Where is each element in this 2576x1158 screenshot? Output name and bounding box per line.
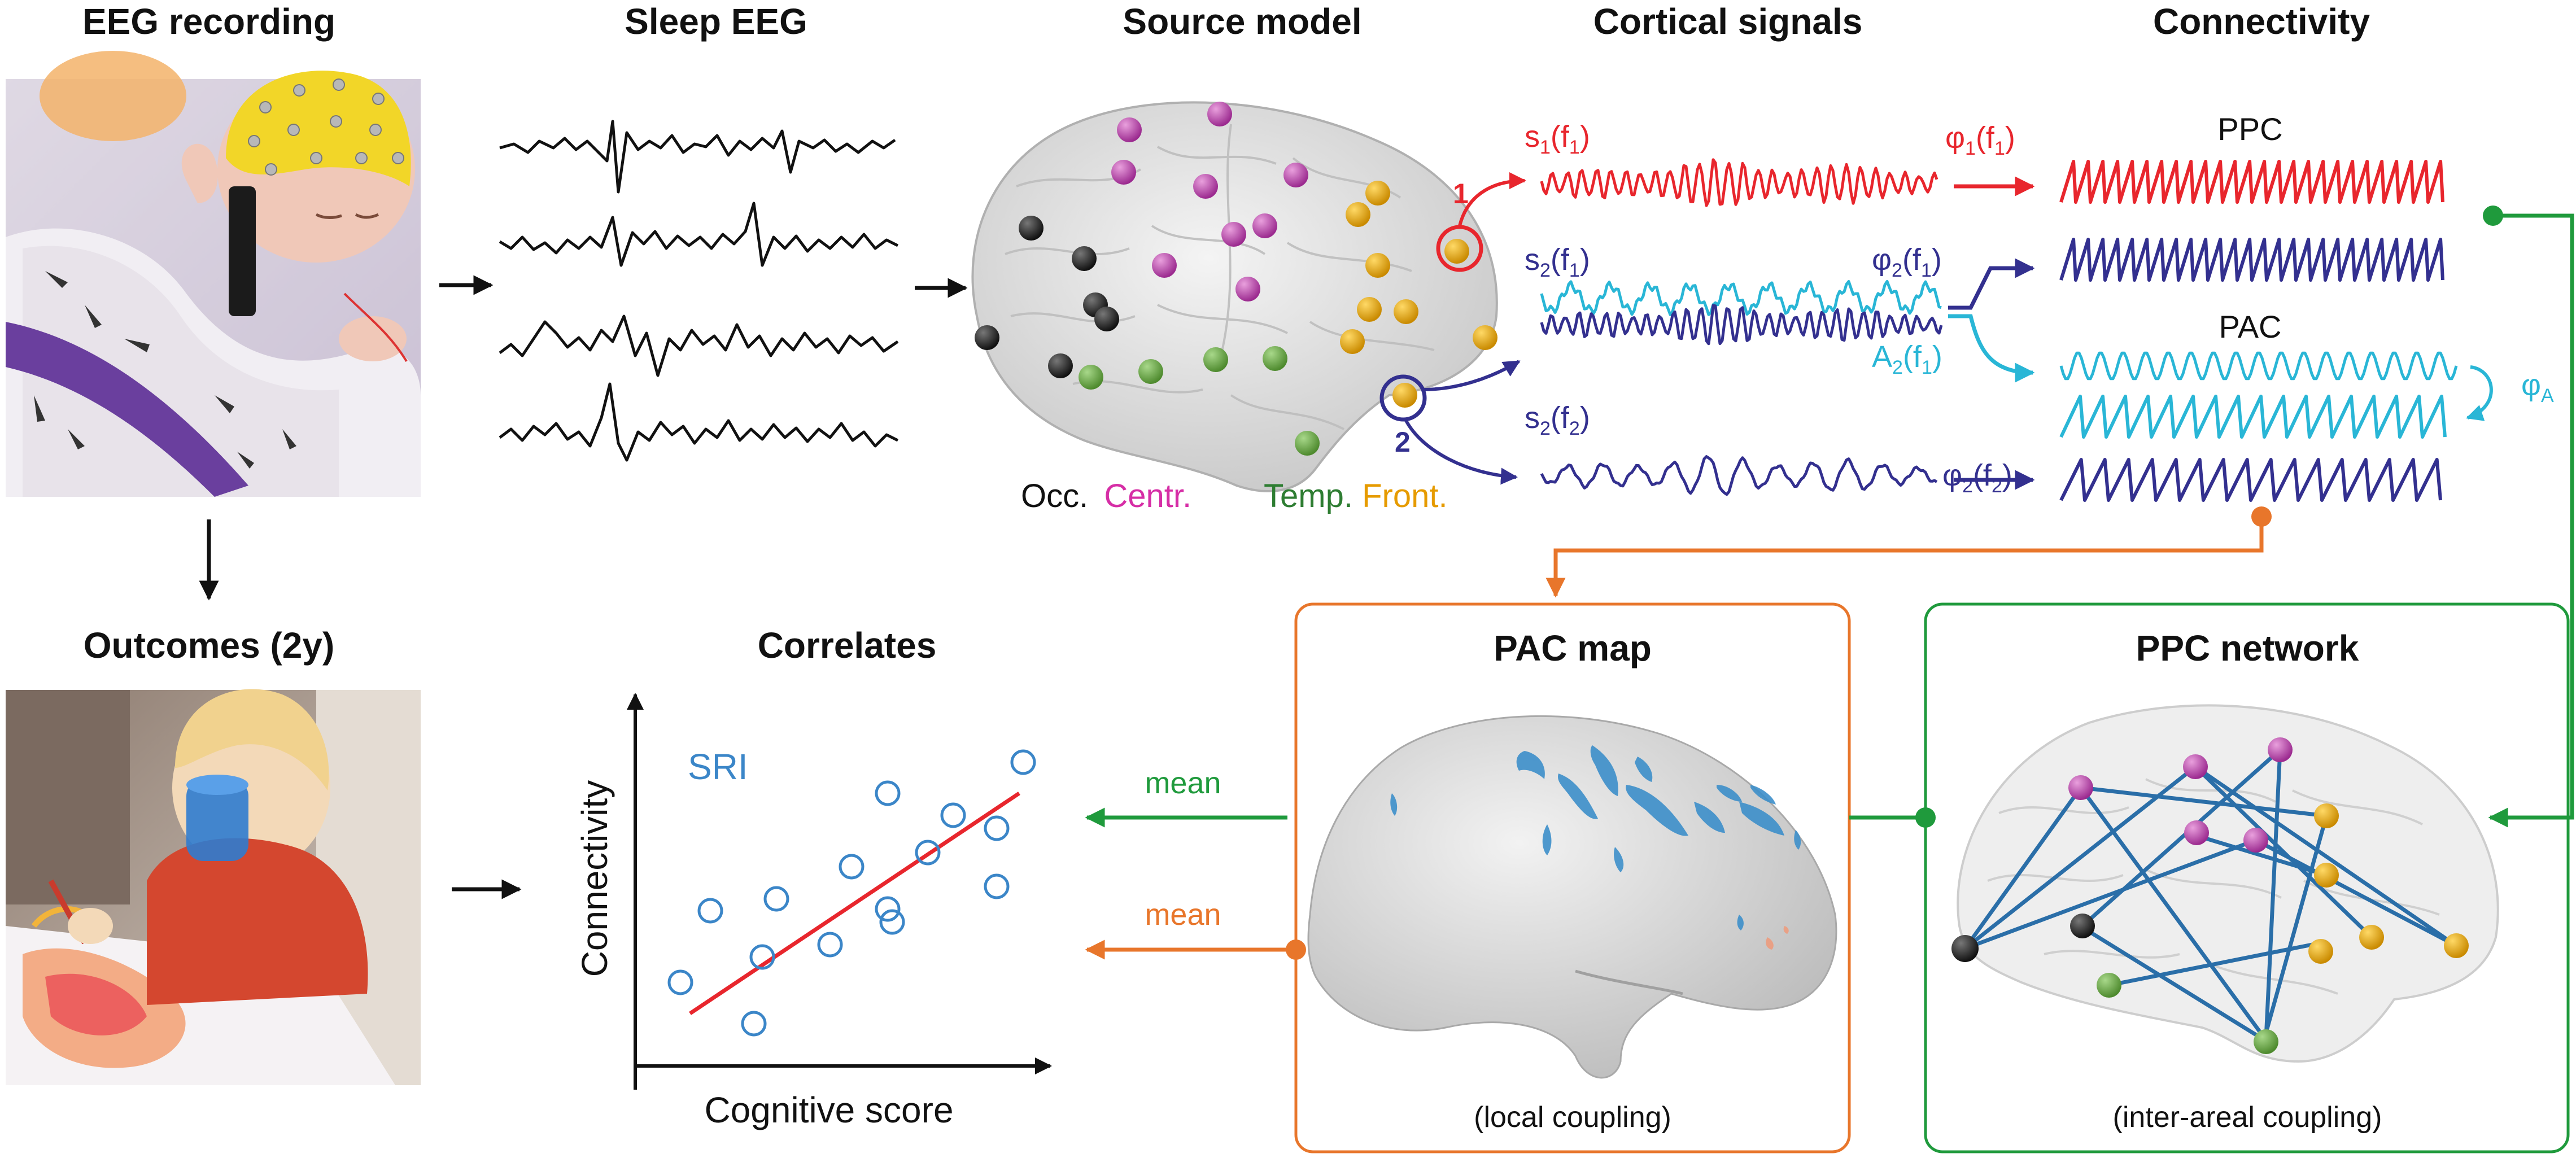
photo-infant-eeg-cap bbox=[6, 51, 421, 497]
arrow-icon bbox=[1948, 314, 2035, 383]
connectivity-traces bbox=[2059, 160, 2458, 502]
heading-cortical-signals: Cortical signals bbox=[1593, 1, 1863, 42]
ppc-network-nodes bbox=[1951, 737, 2469, 1054]
arrow-icon bbox=[2488, 213, 2574, 828]
scatter-point bbox=[875, 896, 901, 922]
region-labels-2: Temp. Front. bbox=[1264, 478, 1448, 514]
ppc-network-edges bbox=[1963, 748, 2459, 1044]
label-s1-f1: s1(f1) bbox=[1525, 120, 1590, 158]
scatter-point bbox=[667, 969, 693, 995]
scatter-point bbox=[879, 909, 905, 935]
brain-icon bbox=[1957, 704, 2499, 1063]
arrow-icon bbox=[2466, 365, 2493, 421]
heading-outcomes: Outcomes (2y) bbox=[84, 625, 335, 666]
scatter-annotation: SRI bbox=[688, 746, 748, 787]
region-labels: Occ. Centr. bbox=[1021, 478, 1191, 514]
ppc-network-panel bbox=[1924, 602, 2570, 1153]
pac-map-caption: (local coupling) bbox=[1474, 1101, 1671, 1134]
brain-icon bbox=[1307, 715, 1837, 1079]
heading-correlates: Correlates bbox=[758, 625, 937, 666]
scatter-point bbox=[875, 780, 901, 806]
marker-label-2: 2 bbox=[1395, 426, 1411, 458]
mean-label-orange: mean bbox=[1145, 898, 1221, 932]
scatter-point bbox=[984, 873, 1010, 899]
ppc-network-title: PPC network bbox=[2136, 628, 2359, 668]
label-pac: PAC bbox=[2219, 309, 2282, 344]
heading-eeg-recording: EEG recording bbox=[82, 1, 335, 42]
sleep-eeg-traces bbox=[499, 120, 899, 462]
region-label-front: Front. bbox=[1362, 478, 1448, 514]
label-phiA: φA bbox=[2521, 368, 2554, 407]
scatter-point bbox=[749, 944, 775, 970]
scatter-point bbox=[741, 1011, 767, 1037]
arrow-icon bbox=[1458, 172, 1526, 226]
scatter-xlabel: Cognitive score bbox=[704, 1090, 953, 1130]
label-s2-f2: s2(f2) bbox=[1525, 401, 1590, 439]
label-ppc: PPC bbox=[2217, 111, 2282, 147]
heading-source-model: Source model bbox=[1123, 1, 1361, 42]
scatter-point bbox=[915, 840, 941, 866]
arrow-icon bbox=[1545, 517, 2264, 598]
marker-label-1: 1 bbox=[1453, 178, 1469, 209]
scatter-point bbox=[1010, 749, 1036, 775]
pac-map-title: PAC map bbox=[1494, 628, 1652, 668]
scatter-point bbox=[984, 815, 1010, 841]
arrow-icon bbox=[1422, 360, 1521, 391]
correlates-scatter bbox=[627, 693, 1052, 1090]
scatter-point bbox=[839, 854, 865, 880]
region-label-temp: Temp. bbox=[1264, 478, 1353, 514]
label-A2-f1: A2(f1) bbox=[1872, 340, 1942, 378]
label-phi1-f1: φ1(f1) bbox=[1945, 121, 2015, 159]
label-phi2-f2: φ2(f2) bbox=[1942, 458, 2012, 497]
region-label-centr: Centr. bbox=[1104, 478, 1191, 514]
scatter-point bbox=[940, 802, 966, 828]
heading-sleep-eeg: Sleep EEG bbox=[625, 1, 807, 42]
heading-connectivity: Connectivity bbox=[2153, 1, 2370, 42]
connector-dot-orange-2 bbox=[1286, 939, 1306, 960]
mean-label-green: mean bbox=[1145, 766, 1221, 800]
region-label-occ: Occ. bbox=[1021, 478, 1088, 514]
scatter-fit-line bbox=[689, 792, 1020, 1015]
scatter-point bbox=[763, 886, 789, 912]
label-s2-f1: s2(f1) bbox=[1525, 243, 1590, 281]
arrow-icon bbox=[1948, 258, 2035, 310]
cortical-signal-traces bbox=[1540, 158, 1943, 496]
scatter-points bbox=[667, 749, 1036, 1037]
scatter-point bbox=[697, 898, 723, 924]
arrow-icon bbox=[1404, 419, 1518, 485]
label-phi2-f1: φ2(f1) bbox=[1872, 243, 1942, 281]
brain-icon bbox=[971, 101, 1498, 492]
scatter-ylabel: Connectivity bbox=[574, 780, 615, 977]
source-points bbox=[975, 102, 1497, 456]
pac-map-panel bbox=[1294, 602, 1851, 1153]
photo-toddler-painting bbox=[6, 689, 421, 1085]
scatter-point bbox=[817, 932, 843, 958]
ppc-network-caption: (inter-areal coupling) bbox=[2113, 1101, 2382, 1134]
